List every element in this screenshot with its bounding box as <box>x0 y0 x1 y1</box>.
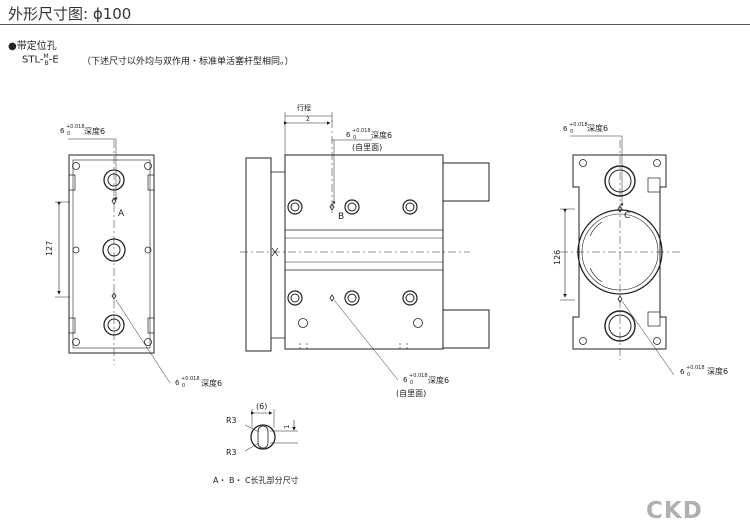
side-stroke-label: 行程 <box>297 103 311 112</box>
rear-locating-hole-bottom-icon <box>617 295 623 303</box>
rear-bottom-port-icon <box>604 310 636 342</box>
left-body-outline <box>68 154 155 354</box>
left-bottom-callout-size: 6 <box>175 379 180 387</box>
side-label-b: B <box>338 212 344 222</box>
side-top-callout-depth: 深度6 <box>371 130 392 140</box>
rear-bottom-callout-depth: 深度6 <box>707 366 728 376</box>
page-title: 外形尺寸图: ϕ100 <box>8 5 132 23</box>
left-bottom-callout-tolerance: +0.018 <box>181 376 200 382</box>
side-stroke-value: 2 <box>306 116 310 123</box>
side-locating-hole-b-icon <box>329 203 335 211</box>
left-label-a: A <box>118 209 125 219</box>
side-top-callout-size: 6 <box>346 131 351 139</box>
rear-top-port-icon <box>604 165 636 197</box>
slot-legend: A・ B・ C长孔部分尺寸 <box>213 476 299 485</box>
left-end-view <box>55 138 171 384</box>
model-prefix: STL- <box>22 54 44 66</box>
section-note: （下述尺寸以外均与双作用・标准单活塞杆型相同。） <box>82 57 294 67</box>
rear-dim-126: 126 <box>553 250 562 265</box>
side-bottom-callout-tolerance-zero: 0 <box>410 380 413 386</box>
rear-body-outline <box>572 154 667 350</box>
rear-piston-bore-icon <box>577 209 663 295</box>
rear-bottom-callout-tolerance-zero: 0 <box>687 372 690 378</box>
left-top-callout-depth: 深度6 <box>84 126 105 136</box>
side-bottom-callout-tolerance: +0.018 <box>409 373 428 379</box>
rear-end-view <box>560 135 680 376</box>
model-suffix: -E <box>48 54 59 66</box>
rear-top-callout-depth: 深度6 <box>587 123 608 133</box>
left-body-inner <box>72 159 151 349</box>
model-subscript: B <box>44 60 49 68</box>
left-bottom-callout-tolerance-zero: 0 <box>182 383 185 389</box>
side-view <box>240 112 490 381</box>
left-locating-hole-bottom-icon <box>111 292 117 300</box>
slot-offset-label: 1 <box>283 425 291 429</box>
rear-top-callout-size: 6 <box>563 125 568 133</box>
left-bottom-callout-depth: 深度6 <box>201 378 222 388</box>
rear-label-c: C <box>624 211 630 221</box>
rear-top-callout-tolerance: +0.018 <box>569 122 588 128</box>
left-dim-127: 127 <box>45 241 54 256</box>
ckd-logo: CKD <box>646 498 703 524</box>
slot-width-label: (6) <box>256 402 267 411</box>
left-top-callout-tolerance-zero: 0 <box>67 131 70 137</box>
section-heading: ●带定位孔 <box>8 41 57 52</box>
rear-bottom-callout-size: 6 <box>680 368 685 376</box>
side-bottom-callout-depth: 深度6 <box>428 375 449 385</box>
end-plate <box>245 157 272 352</box>
left-bottom-port-icon <box>103 314 125 336</box>
left-top-callout-size: 6 <box>60 127 65 135</box>
title-divider <box>0 24 750 25</box>
upper-guide-rod <box>442 162 490 202</box>
slot-detail <box>244 409 298 452</box>
rear-bottom-callout-tolerance: +0.018 <box>686 365 705 371</box>
slot-radius-top: R3 <box>226 416 237 425</box>
side-bottom-back-face-label: (自里面) <box>396 388 426 398</box>
side-top-callout-tolerance-zero: 0 <box>353 135 356 141</box>
rear-locating-hole-c-icon <box>617 205 623 213</box>
side-top-back-face-label: (自里面) <box>352 142 382 152</box>
left-top-port-icon <box>103 169 125 191</box>
lower-guide-rod <box>442 309 490 349</box>
left-locating-hole-a-icon <box>111 197 117 205</box>
rear-top-callout-tolerance-zero: 0 <box>570 129 573 135</box>
model-superscript: M <box>43 53 49 60</box>
left-center-port-icon <box>102 238 126 262</box>
side-bottom-callout-size: 6 <box>403 376 408 384</box>
left-top-callout-tolerance: +0.018 <box>66 124 85 130</box>
side-locating-hole-bottom-icon <box>329 294 335 302</box>
slot-radius-bottom: R3 <box>226 448 237 457</box>
model-code: STL-MB-E <box>22 53 59 67</box>
side-top-callout-tolerance: +0.018 <box>352 128 371 134</box>
